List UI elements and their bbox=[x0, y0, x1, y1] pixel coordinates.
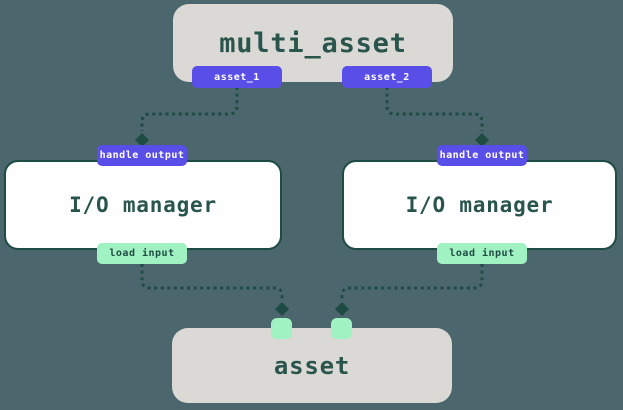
output-badge-asset-1: asset_1 bbox=[192, 66, 282, 88]
connector-asset2-to-right-io bbox=[385, 87, 484, 131]
handle-output-badge-left: handle output bbox=[97, 145, 187, 166]
load-input-badge-right: load input bbox=[437, 243, 527, 264]
handle-output-badge-left-label: handle output bbox=[99, 150, 185, 161]
asset-input-tab-1 bbox=[271, 318, 292, 339]
load-input-badge-left: load input bbox=[97, 243, 187, 264]
connector-right-io-to-asset bbox=[340, 264, 484, 301]
asset-node-label: asset bbox=[273, 351, 351, 380]
io-manager-node-right: I/O manager bbox=[342, 160, 617, 250]
load-input-badge-left-label: load input bbox=[109, 248, 175, 259]
asset-input-tab-2 bbox=[331, 318, 352, 339]
output-badge-asset-2-label: asset_2 bbox=[364, 71, 410, 83]
arrowhead-diamond-asset-right bbox=[335, 302, 349, 316]
multi-asset-node-label: multi_asset bbox=[219, 27, 407, 59]
load-input-badge-right-label: load input bbox=[449, 248, 515, 259]
io-manager-left-label: I/O manager bbox=[69, 193, 217, 217]
handle-output-badge-right: handle output bbox=[437, 145, 527, 166]
output-badge-asset-2: asset_2 bbox=[342, 66, 432, 88]
arrowhead-diamond-asset-left bbox=[275, 302, 289, 316]
handle-output-badge-right-label: handle output bbox=[439, 150, 525, 161]
connector-asset1-to-left-io bbox=[140, 87, 239, 131]
connector-left-io-to-asset bbox=[140, 264, 284, 301]
asset-node: asset bbox=[172, 328, 452, 403]
output-badge-asset-1-label: asset_1 bbox=[214, 71, 260, 83]
io-manager-right-label: I/O manager bbox=[405, 193, 554, 217]
io-manager-node-left: I/O manager bbox=[4, 160, 282, 250]
